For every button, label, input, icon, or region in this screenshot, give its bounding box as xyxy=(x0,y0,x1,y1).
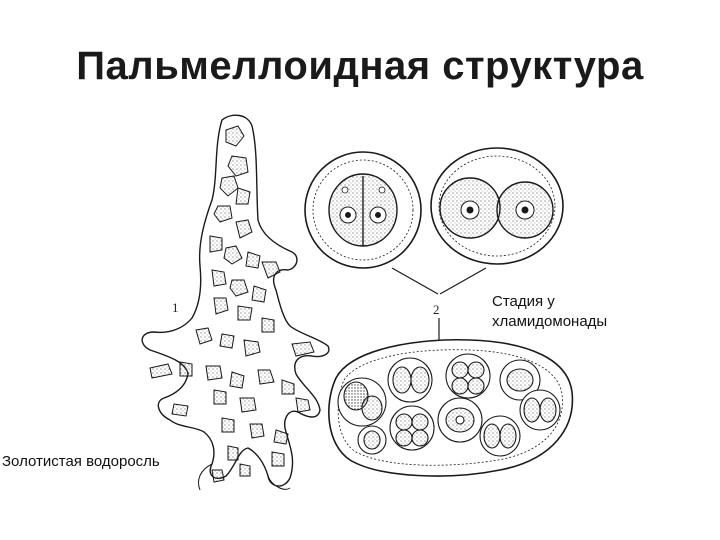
figure-number-2: 2 xyxy=(433,302,440,317)
cyst-left xyxy=(304,151,422,269)
colony-groups xyxy=(337,353,561,457)
figure-number-1: 1 xyxy=(172,300,179,315)
slide-title: Пальмеллоидная структура xyxy=(76,44,644,88)
golden-alga-label: Золотистая водоросль xyxy=(2,453,160,470)
stage-label-line1: Стадия у xyxy=(492,293,555,310)
stage-label: Стадия у хламидомонады xyxy=(492,292,607,332)
pointer-lines xyxy=(391,267,487,342)
stage-label-line2: хламидомонады xyxy=(492,313,608,330)
colony-cells xyxy=(149,125,315,483)
cyst-right xyxy=(430,147,564,265)
